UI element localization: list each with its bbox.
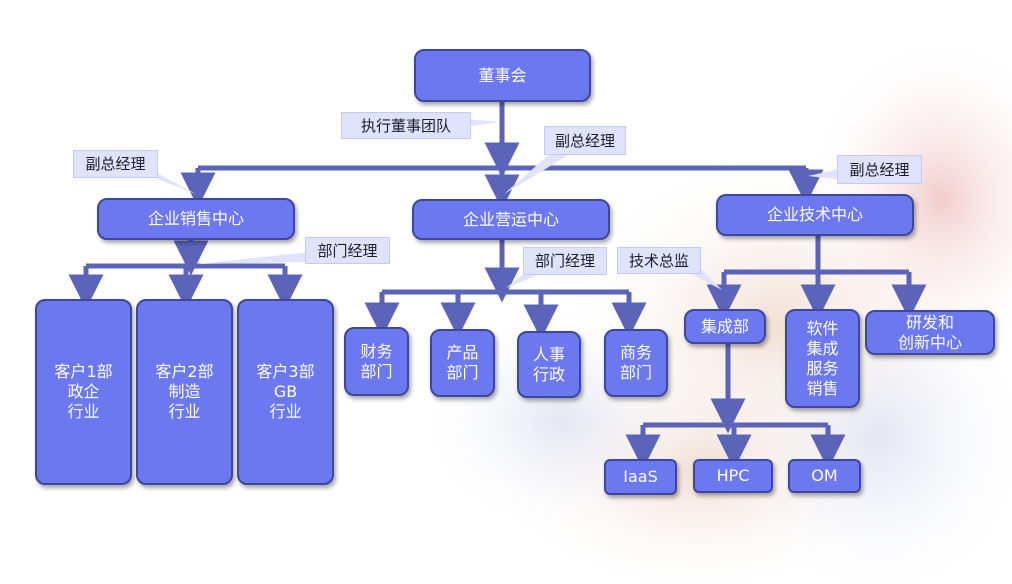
callout-tail-manager-sales	[198, 252, 310, 264]
tech-center-node: 企业技术中心	[716, 194, 914, 236]
hr-admin-node: 人事 行政	[517, 331, 581, 398]
vp-center-callout: 副总经理	[544, 126, 626, 155]
vp-left-callout: 副总经理	[73, 150, 158, 178]
vp-right-callout: 副总经理	[837, 155, 922, 184]
rnd-center-node: 研发和 创新中心	[865, 310, 995, 355]
finance-dept-node: 财务 部门	[344, 327, 409, 396]
hpc-node: HPC	[693, 459, 773, 493]
operations-center-node: 企业营运中心	[412, 199, 610, 240]
manager-sales-callout: 部门经理	[305, 237, 390, 264]
om-node: OM	[788, 459, 861, 493]
sales-dept-1-node: 客户1部 政企 行业	[35, 299, 132, 485]
manager-ops-callout: 部门经理	[523, 247, 607, 275]
exec-team-callout: 执行董事团队	[341, 112, 471, 139]
software-sales-node: 软件 集成 服务 销售	[785, 309, 860, 408]
board-node: 董事会	[414, 49, 591, 102]
business-dept-node: 商务 部门	[604, 329, 668, 397]
sales-dept-2-node: 客户2部 制造 行业	[136, 299, 233, 485]
product-dept-node: 产品 部门	[430, 329, 495, 397]
callout-tail-vp-center	[504, 145, 580, 194]
sales-dept-3-node: 客户3部 GB 行业	[237, 299, 334, 485]
tech-director-callout: 技术总监	[617, 247, 701, 274]
integration-dept-node: 集成部	[684, 309, 766, 344]
callout-tail-vp-right	[808, 168, 844, 180]
sales-center-node: 企业销售中心	[97, 198, 295, 240]
iaas-node: IaaS	[604, 459, 677, 495]
